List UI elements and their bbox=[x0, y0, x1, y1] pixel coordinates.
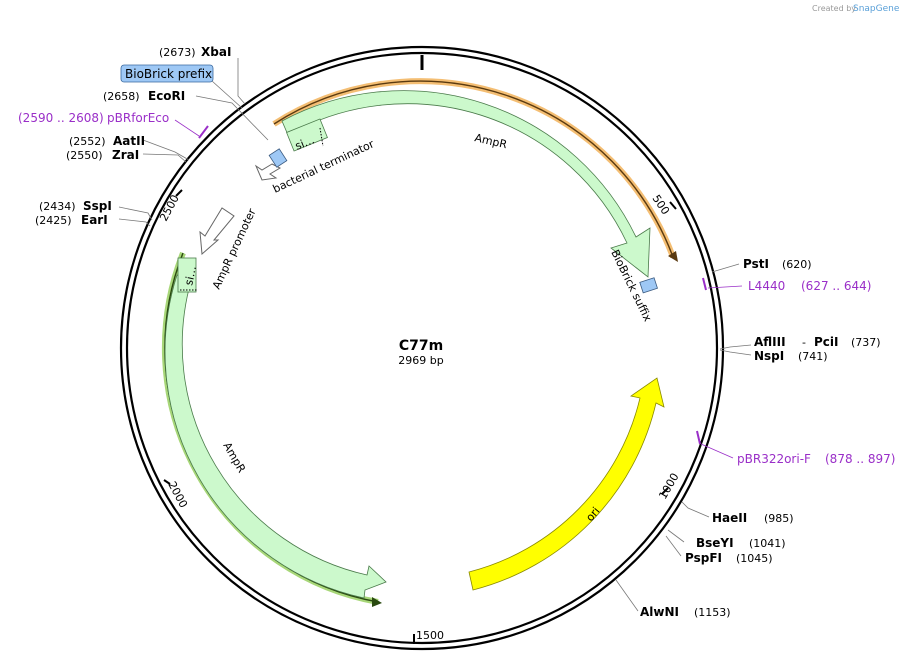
zrai-name: ZraI bbox=[112, 148, 139, 162]
site-psti[interactable]: PstI (620) bbox=[743, 257, 812, 271]
signal-lower-label: si… bbox=[182, 265, 199, 287]
primer-pbrforeco[interactable]: (2590 .. 2608) pBRforEco bbox=[18, 111, 169, 125]
site-haeii[interactable]: HaeII (985) bbox=[712, 511, 794, 525]
site-alwni[interactable]: AlwNI (1153) bbox=[640, 605, 731, 619]
haeii-name: HaeII bbox=[712, 511, 747, 525]
haeii-pos: (985) bbox=[764, 512, 794, 525]
psti-name: PstI bbox=[743, 257, 769, 271]
ruler-ticks bbox=[163, 189, 677, 644]
sspi-name: SspI bbox=[83, 199, 112, 213]
signal-upper-dots bbox=[319, 127, 324, 147]
psti-pos: (620) bbox=[782, 258, 812, 271]
left-leader-lines bbox=[118, 58, 269, 227]
nspi-name: NspI bbox=[754, 349, 784, 363]
site-pspfi[interactable]: PspFI (1045) bbox=[685, 551, 773, 565]
snapgene-credit: Created by SnapGene bbox=[812, 4, 900, 14]
bacterial-terminator-label: bacterial terminator bbox=[271, 137, 377, 196]
site-xbai[interactable]: (2673) XbaI bbox=[159, 45, 231, 59]
site-afliii-pcii[interactable]: AflIII - PciI (737) bbox=[754, 335, 881, 349]
primer-leaders bbox=[174, 119, 743, 459]
xbai-name: XbaI bbox=[201, 45, 231, 59]
biobrick-prefix-tag[interactable]: BioBrick prefix bbox=[120, 64, 214, 83]
ori-arrow bbox=[468, 377, 665, 591]
zrai-pos: (2550) bbox=[66, 149, 103, 162]
ampr-lower-arrow bbox=[164, 274, 387, 599]
aatii-name: AatII bbox=[113, 134, 145, 148]
pspfi-pos: (1045) bbox=[736, 552, 773, 565]
afliii-name: AflIII bbox=[754, 335, 786, 349]
right-leader-lines bbox=[615, 263, 752, 612]
bseyi-pos: (1041) bbox=[749, 537, 786, 550]
bacterial-terminator-arrow bbox=[254, 163, 282, 181]
pbrforeco-name: pBRforEco bbox=[107, 111, 169, 125]
tick-500 bbox=[669, 201, 677, 210]
tick-2500 bbox=[175, 189, 183, 197]
plasmid-size: 2969 bp bbox=[398, 354, 443, 367]
bseyi-name: BseYI bbox=[696, 536, 734, 550]
pcii-name: PciI bbox=[814, 335, 839, 349]
credit-brand: SnapGene bbox=[853, 4, 900, 14]
backbone-inner-ring bbox=[125, 51, 719, 645]
ampr-lower-label: AmpR bbox=[220, 440, 248, 475]
signal-segment-lower bbox=[177, 257, 197, 293]
plasmid-name: C77m bbox=[399, 338, 443, 354]
xbai-pos: (2673) bbox=[159, 46, 196, 59]
orange-track-arrowhead bbox=[668, 251, 678, 262]
alwni-pos: (1153) bbox=[694, 606, 731, 619]
pbr322ori-name: pBR322ori-F bbox=[737, 452, 811, 466]
ampr-promoter-arrow bbox=[199, 207, 235, 256]
l4440-range: (627 .. 644) bbox=[801, 279, 871, 293]
primer-l4440[interactable]: L4440 (627 .. 644) bbox=[748, 279, 871, 293]
ampr-upper-arrow bbox=[281, 90, 651, 278]
tick-label-2000: 2000 bbox=[165, 479, 190, 510]
ampr-upper-label: AmpR bbox=[473, 131, 508, 151]
sspi-pos: (2434) bbox=[39, 200, 76, 213]
ecori-pos: (2658) bbox=[103, 90, 140, 103]
biobrick-prefix-label: BioBrick prefix bbox=[125, 67, 212, 81]
site-eari[interactable]: (2425) EarI bbox=[35, 213, 108, 227]
tick-2000 bbox=[163, 479, 171, 485]
tick-1000 bbox=[661, 487, 669, 495]
green-track-arrowhead bbox=[372, 597, 382, 607]
site-ecori[interactable]: (2658) EcoRI bbox=[103, 89, 185, 103]
pbr322ori-range: (878 .. 897) bbox=[825, 452, 895, 466]
aatii-pos: (2552) bbox=[69, 135, 106, 148]
alwni-name: AlwNI bbox=[640, 605, 679, 619]
orange-track-line bbox=[273, 80, 674, 258]
site-bseyi[interactable]: BseYI (1041) bbox=[696, 536, 786, 550]
site-sspi[interactable]: (2434) SspI bbox=[39, 199, 112, 213]
l4440-name: L4440 bbox=[748, 279, 785, 293]
site-aatii[interactable]: (2552) AatII bbox=[69, 134, 145, 148]
biobrick-prefix-box bbox=[268, 148, 288, 168]
tick-label-1500: 1500 bbox=[416, 629, 444, 642]
pspfi-name: PspFI bbox=[685, 551, 722, 565]
signal-segment-upper bbox=[286, 118, 328, 152]
primer-marks bbox=[198, 125, 707, 445]
credit-prefix: Created by bbox=[812, 4, 856, 13]
eari-pos: (2425) bbox=[35, 214, 72, 227]
afliii-pos: (737) bbox=[851, 336, 881, 349]
eari-name: EarI bbox=[81, 213, 108, 227]
site-nspi[interactable]: NspI (741) bbox=[754, 349, 828, 363]
afliii-sep: - bbox=[802, 336, 806, 349]
primer-pbr322ori-f[interactable]: pBR322ori-F (878 .. 897) bbox=[737, 452, 895, 466]
nspi-pos: (741) bbox=[798, 350, 828, 363]
ecori-name: EcoRI bbox=[148, 89, 185, 103]
pbrforeco-range: (2590 .. 2608) bbox=[18, 111, 104, 125]
biobrick-suffix-box bbox=[639, 277, 658, 294]
site-zrai[interactable]: (2550) ZraI bbox=[66, 148, 139, 162]
